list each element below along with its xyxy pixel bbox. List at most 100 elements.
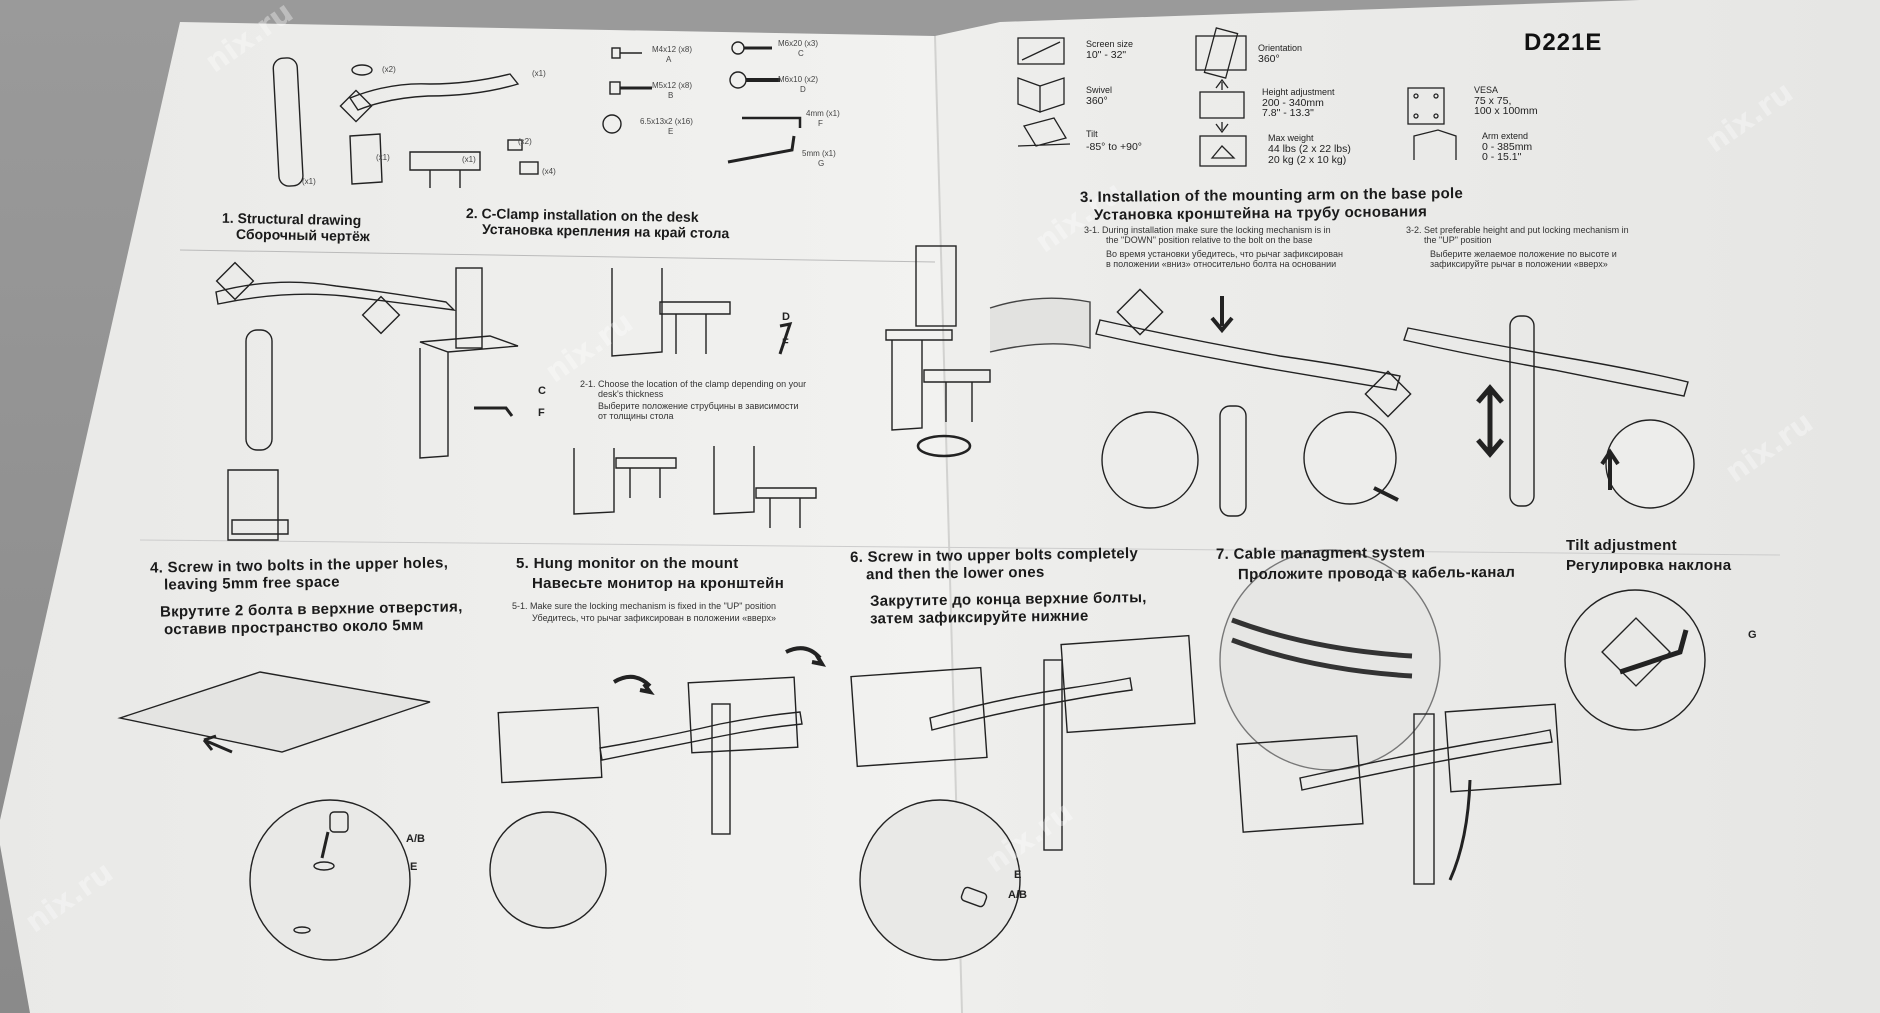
step3-height-arrow <box>1476 384 1504 458</box>
step5-title-ru: Навесьте монитор на кронштейн <box>532 575 785 592</box>
part-qty: (x1) <box>462 155 476 164</box>
part-g-size: 5mm (x1) <box>802 149 836 158</box>
spec-weight-value-1: 44 lbs (2 x 22 lbs) <box>1268 143 1351 155</box>
height-adjustment-icon <box>1199 78 1245 134</box>
part-a-size: M4x12 (x8) <box>652 45 693 54</box>
step3-arrow-up <box>1600 448 1620 490</box>
step5-1-ru: Убедитесь, что рычаг зафиксирован в поло… <box>532 613 776 623</box>
part-qty: (x2) <box>382 65 396 74</box>
hex-key-g-icon <box>727 135 796 164</box>
spec-screen-size-value: 10" - 32" <box>1086 49 1127 61</box>
step3-2-en-1: 3-2. Set preferable height and put locki… <box>1406 225 1629 235</box>
step3-vesa-b <box>1364 370 1412 418</box>
screw-c-icon <box>731 41 772 55</box>
screen-size-icon <box>1017 37 1065 65</box>
step6-title-ru-2: затем зафиксируйте нижние <box>869 607 1089 628</box>
step2-1-en-1: 2-1. Choose the location of the clamp de… <box>580 379 807 389</box>
step7-title: 7. Cable managment system <box>1215 544 1426 563</box>
tilt-vesa <box>1601 617 1671 687</box>
spec-weight-value-2: 20 kg (2 x 10 kg) <box>1268 154 1347 166</box>
step7-cable-down <box>1448 779 1472 881</box>
spec-swivel-value: 360° <box>1086 95 1108 107</box>
step1-pole <box>245 329 273 451</box>
center-rotate-arrow <box>916 434 972 458</box>
spec-weight-label: Max weight <box>1268 133 1314 143</box>
part-qty: (x2) <box>518 137 532 146</box>
part-f-size: 4mm (x1) <box>806 109 840 118</box>
callout-e: E <box>410 861 418 873</box>
part-e-letter: E <box>668 127 674 136</box>
arm-extend-icon <box>1413 129 1457 160</box>
step2-1-ru-1: Выберите положение струбцины в зависимос… <box>598 401 799 411</box>
center-desk-edge <box>989 297 1091 353</box>
tilt-zoom <box>1564 589 1706 731</box>
callout-c: C <box>538 385 546 397</box>
step2-hex-key <box>474 406 514 417</box>
spec-orientation-label: Orientation <box>1258 43 1303 53</box>
spec-vesa-label: VESA <box>1474 85 1499 95</box>
part-b-letter: B <box>668 91 674 100</box>
screw-d-icon <box>729 71 780 89</box>
step5-monitor-left <box>497 706 603 784</box>
screw-b-icon <box>609 81 652 95</box>
spec-height-label: Height adjustment <box>1262 87 1335 97</box>
step6-monitor-left <box>850 666 988 768</box>
part-qty: (x1) <box>532 69 546 78</box>
step1-title-ru: Сборочный чертёж <box>235 225 370 245</box>
callout-e: E <box>1014 869 1022 881</box>
step2-1-option-a <box>573 448 677 515</box>
step5-1-en: 5-1. Make sure the locking mechanism is … <box>512 601 777 611</box>
tilt-title-ru: Регулировка наклона <box>1566 557 1732 574</box>
step4-hole <box>293 926 311 934</box>
step3-zoom-lock <box>1101 411 1199 509</box>
step4-arrow <box>202 734 233 754</box>
step5-arrow-a <box>612 674 655 695</box>
center-clamp <box>885 329 991 431</box>
part-c-letter: C <box>798 49 804 58</box>
step7-monitor-right <box>1444 703 1562 793</box>
step3-arm-left <box>1095 319 1401 391</box>
screw-a-icon <box>611 47 642 59</box>
step7-zoom <box>1219 549 1441 771</box>
step2-clamp-detail <box>611 268 731 357</box>
step3-1-en-2: the "DOWN" position relative to the bolt… <box>1106 235 1313 245</box>
vesa-plate-part <box>339 89 373 123</box>
part-c-size: M6x20 (x3) <box>778 39 819 48</box>
arm-part <box>348 73 520 111</box>
spec-tilt-label: Tilt <box>1086 129 1098 139</box>
divider-top-left <box>179 249 936 263</box>
orientation-icon <box>1195 27 1247 79</box>
part-f-letter: F <box>818 119 823 128</box>
part-qty: (x1) <box>376 153 390 162</box>
step6-pole <box>1043 659 1063 851</box>
tilt-title: Tilt adjustment <box>1566 537 1677 554</box>
spec-height-value-2: 7.8" - 13.3" <box>1262 107 1314 119</box>
step3-arrow-down <box>1210 296 1234 334</box>
part-d-size: M6x10 (x2) <box>778 75 819 84</box>
swivel-icon <box>1017 77 1065 113</box>
step1-arm-assembly <box>215 281 456 311</box>
spec-arm-extend-value-1: 0 - 385mm <box>1482 141 1533 153</box>
clamp-bracket-part <box>349 133 383 185</box>
callout-ab: A/B <box>406 833 425 845</box>
step3-1-ru-2: в положении «вниз» относительно болта на… <box>1106 259 1337 269</box>
step3-2-ru-1: Выберите желаемое положение по высоте и <box>1430 249 1617 259</box>
step3-zoom-up <box>1605 419 1695 509</box>
step3-2-ru-2: зафиксируйте рычаг в положении «вверх» <box>1430 259 1608 269</box>
spec-arm-extend-value-2: 0 - 15.1" <box>1482 151 1522 163</box>
step1-vesa-left <box>215 261 255 301</box>
step2-1-option-b <box>713 446 817 528</box>
step7-pole <box>1413 713 1435 885</box>
step5-arm <box>599 711 803 761</box>
part-qty: (x4) <box>542 167 556 176</box>
step3-arm-right <box>1403 327 1689 397</box>
step3-zoom-bolt <box>1303 411 1397 505</box>
step4-monitor-back <box>117 671 431 753</box>
tilt-key-g <box>1619 629 1689 675</box>
part-a-letter: A <box>666 55 672 64</box>
callout-f: F <box>782 337 789 349</box>
pole-part <box>272 57 304 187</box>
step5-pole <box>711 703 731 835</box>
step2-key-f <box>778 322 793 355</box>
